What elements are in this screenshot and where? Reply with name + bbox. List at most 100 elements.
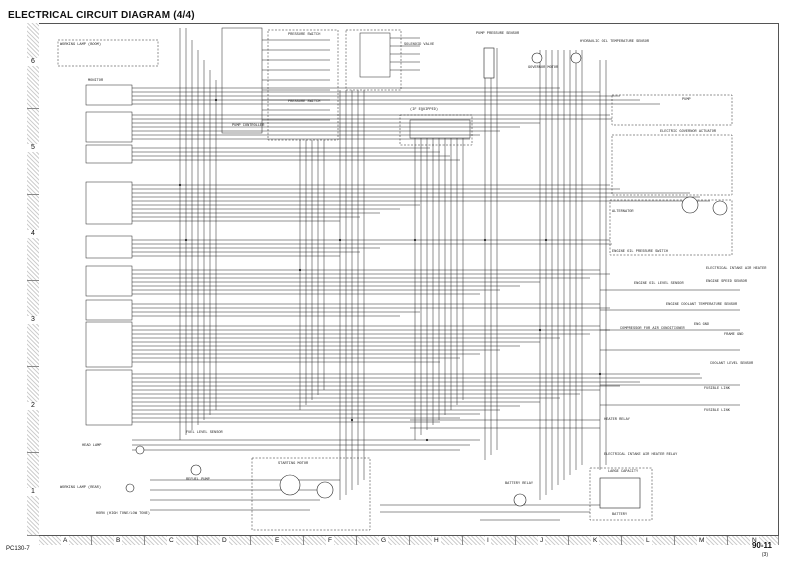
label-engine-speed: ENGINE SPEED SENSOR [706,280,747,284]
label-engine-oil-level: ENGINE OIL LEVEL SENSOR [634,282,684,286]
connector-block [85,144,133,164]
col-label: J [538,536,546,545]
col-marker: L [622,536,675,545]
row-label: 1 [27,488,39,496]
label-working-lamp-rear: WORKING LAMP (REAR) [60,486,101,490]
label-engine-oil-pressure: ENGINE OIL PRESSURE SWITCH [612,250,669,254]
label-refuel-pump: REFUEL PUMP [186,478,210,482]
label-starting-motor: STARTING MOTOR [278,462,309,466]
label-frame-ground: FRAME GND [724,333,744,337]
wire-junctions [178,98,602,442]
page-number: 90-11 [751,541,772,550]
col-label: C [167,536,176,545]
label-hydraulic-oil-temp: HYDRAULIC OIL TEMPERATURE SENSOR [580,40,650,44]
engine-box [609,199,733,256]
sensor-symbol [712,200,728,216]
label-engine-ground: ENG GND [694,323,710,327]
label-head-lamp: HEAD LAMP [82,444,102,448]
connector-block [85,321,133,368]
connector-block [85,181,133,225]
governor-box [611,134,733,196]
alternator-symbol [316,481,334,499]
row-marker: 6 [27,23,39,109]
row-marker: 2 [27,367,39,453]
relay-symbol [513,493,527,507]
footer-model: PC130-7 [6,546,30,552]
label-battery-relay: BATTERY RELAY [505,482,534,486]
connector-block [85,265,133,297]
label-intake-air-heater: ELECTRICAL INTAKE AIR HEATER [706,267,767,271]
pressure-sensor-symbol [483,47,495,79]
label-fusible-link-1: FUSIBLE LINK [704,387,730,391]
row-marker: 3 [27,281,39,367]
label-electric-governor: ELECTRIC GOVERNOR ACTUATOR [660,130,717,134]
option-connector-row [409,119,471,139]
col-label: F [326,536,334,545]
col-marker: N [728,536,779,545]
label-compressor: COMPRESSOR FOR AIR CONDITIONER [620,327,685,331]
column-ruler: A B C D E F G H I J K L M N [39,536,779,545]
col-marker: B [92,536,145,545]
label-monitor: MONITOR [88,79,104,83]
col-marker: I [463,536,516,545]
alternator-box [251,457,371,531]
governor-motor-symbol [531,52,543,64]
switch-connector-column [221,27,263,134]
col-marker: K [569,536,622,545]
option-box [399,114,473,146]
alternator-symbol [681,196,699,214]
battery-box [589,467,653,521]
connector-block [85,299,133,321]
row-label: 5 [27,144,39,152]
connector-block [85,235,133,259]
refuel-pump-symbol [190,464,202,476]
row-marker: 5 [27,109,39,195]
connector-block [85,369,133,426]
label-intake-heater-relay: ELECTRICAL INTAKE AIR HEATER RELAY [604,453,678,457]
col-marker: J [516,536,569,545]
row-ruler: 6 5 4 3 2 1 [27,23,39,536]
label-large-capacity: LARGE CAPACITY [608,470,639,474]
col-label: E [273,536,282,545]
working-lamp-symbol [125,483,135,493]
col-marker: C [145,536,198,545]
row-label: 2 [27,402,39,410]
col-label: I [485,536,491,545]
page-title: ELECTRICAL CIRCUIT DIAGRAM (4/4) [8,10,195,21]
label-pressure-switch: PRESSURE SWITCH [288,33,321,37]
label-heater-relay: HEATER RELAY [604,418,630,422]
label-fuel-level-sensor: FUEL LEVEL SENSOR [186,431,223,435]
col-marker: D [198,536,251,545]
row-label: 3 [27,316,39,324]
col-marker: H [410,536,463,545]
col-marker: E [251,536,304,545]
pressure-switch-box [267,29,339,141]
row-label: 4 [27,230,39,238]
col-label: N [750,536,759,545]
connector-block [85,84,133,106]
sensor-symbol [570,52,582,64]
head-lamp-symbol [135,445,145,455]
solenoid-valve-box [345,29,402,91]
label-fusible-link-2: FUSIBLE LINK [704,409,730,413]
working-lamp-box [57,39,159,67]
col-marker: A [39,536,92,545]
col-label: K [591,536,600,545]
col-marker: M [675,536,728,545]
label-pump: PUMP [682,98,691,102]
row-marker: 4 [27,195,39,281]
row-marker: 1 [27,453,39,536]
label-horn: HORN (HIGH TONE/LOW TONE) [96,512,150,516]
label-pump-controller: PUMP CONTROLLER [232,124,265,128]
col-label: L [644,536,652,545]
page-sub-number: (3) [761,552,768,558]
label-coolant-level: COOLANT LEVEL SENSOR [710,362,754,366]
pump-box [611,94,733,126]
col-label: A [61,536,70,545]
label-alternator: ALTERNATOR [612,210,634,214]
solenoid-connector-column [359,32,391,78]
label-coolant-temp: ENGINE COOLANT TEMPERATURE SENSOR [666,303,738,307]
connector-block [85,111,133,143]
label-solenoid-valve: SOLENOID VALVE [404,43,435,47]
